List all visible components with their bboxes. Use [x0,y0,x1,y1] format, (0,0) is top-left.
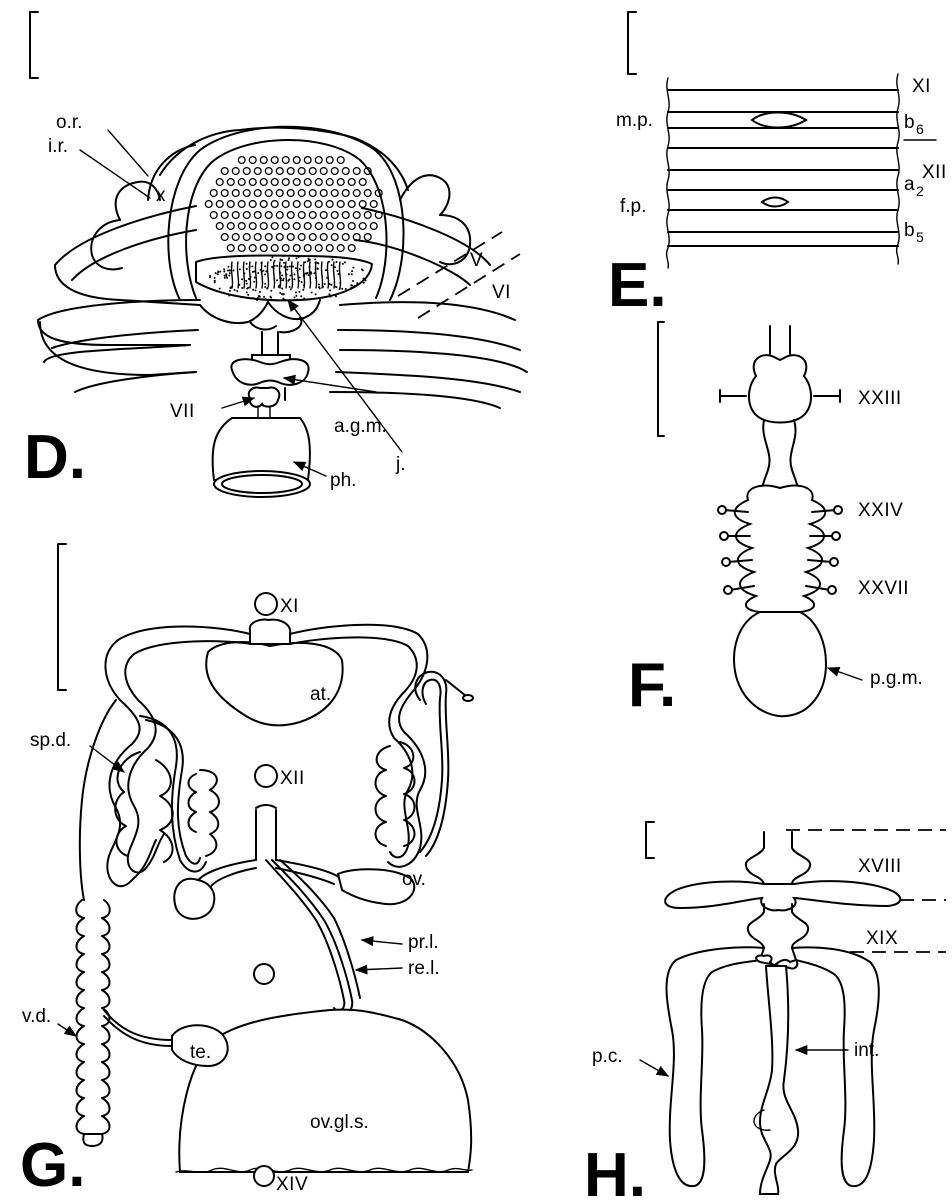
scale-bar-e [628,12,636,74]
ovary-left [174,879,214,919]
panel-letter-d: D. [24,423,86,492]
label-a2: a [904,174,915,195]
papillae-field [205,157,382,252]
label-f-xxiii: XXIII [858,388,902,409]
label-g-xii: XII [280,768,305,789]
label-b6-sub: 6 [916,121,924,137]
label-spd: sp.d. [30,730,71,751]
label-at: at. [310,684,331,705]
male-pore [752,113,806,128]
crop-caecum-xviii [665,881,900,910]
panel-letter-e: E. [608,251,667,320]
scale-bar-f [658,322,664,436]
ganglion-xxiii [749,355,811,422]
label-te: te. [190,1042,211,1063]
label-a2-sub: 2 [916,183,924,199]
label-b5: b [904,220,915,241]
panel-letter-h: H. [584,1141,646,1200]
label-g-xi: XI [280,596,299,617]
intestine [760,966,798,1194]
label-mp: m.p. [616,110,653,131]
panel-d: o.r. i.r. x V VI j. VII a.g.m. ph. D. [24,12,527,497]
label-segment-v: V [470,250,483,271]
female-pore [762,198,788,207]
scale-bar-g [58,544,66,690]
ganglion-vii [249,388,280,407]
label-fp: f.p. [620,196,646,217]
label-e-xii: XII [922,162,947,183]
label-rel: re.l. [408,958,440,979]
label-or: o.r. [56,112,82,133]
label-jaw: j. [395,454,406,475]
panel-h: XVIII XIX p.c. int. H. [584,822,946,1200]
label-pgm: p.g.m. [870,668,923,689]
label-f-xxvii: XXVII [858,578,909,599]
panel-f: XXIII XXIV XXVII p.g.m. F. [628,322,923,720]
label-ir: i.r. [48,136,68,157]
label-f-xxiv: XXIV [858,500,903,521]
label-b5-sub: 5 [916,229,924,245]
label-x: x [156,185,166,206]
panel-letter-g: G. [20,1131,85,1200]
scale-bar-d [30,12,38,78]
label-ph: ph. [330,470,356,491]
panel-g: XI XII [20,544,473,1200]
label-b6: b [904,112,915,133]
label-prl: pr.l. [408,932,439,953]
label-int: int. [854,1040,879,1061]
label-segment-vi: VI [492,282,511,303]
label-h-xix: XIX [866,928,898,949]
label-e-xi: XI [912,76,931,97]
label-g-xiv: XIV [276,1174,308,1195]
scale-bar-h [646,822,654,858]
label-ov: ov. [402,869,426,890]
posterior-ganglionic-mass [734,612,826,716]
label-pc: p.c. [592,1046,623,1067]
panel-e: XI m.p. b 6 XII a 2 f.p. b 5 E. [608,12,947,320]
panel-letter-f: F. [628,651,676,720]
label-vd: v.d. [22,1006,51,1027]
label-ovgls: ov.gl.s. [310,1112,369,1133]
label-segment-vii: VII [170,401,195,422]
label-agm: a.g.m. [334,416,387,437]
label-h-xviii: XVIII [858,856,902,877]
